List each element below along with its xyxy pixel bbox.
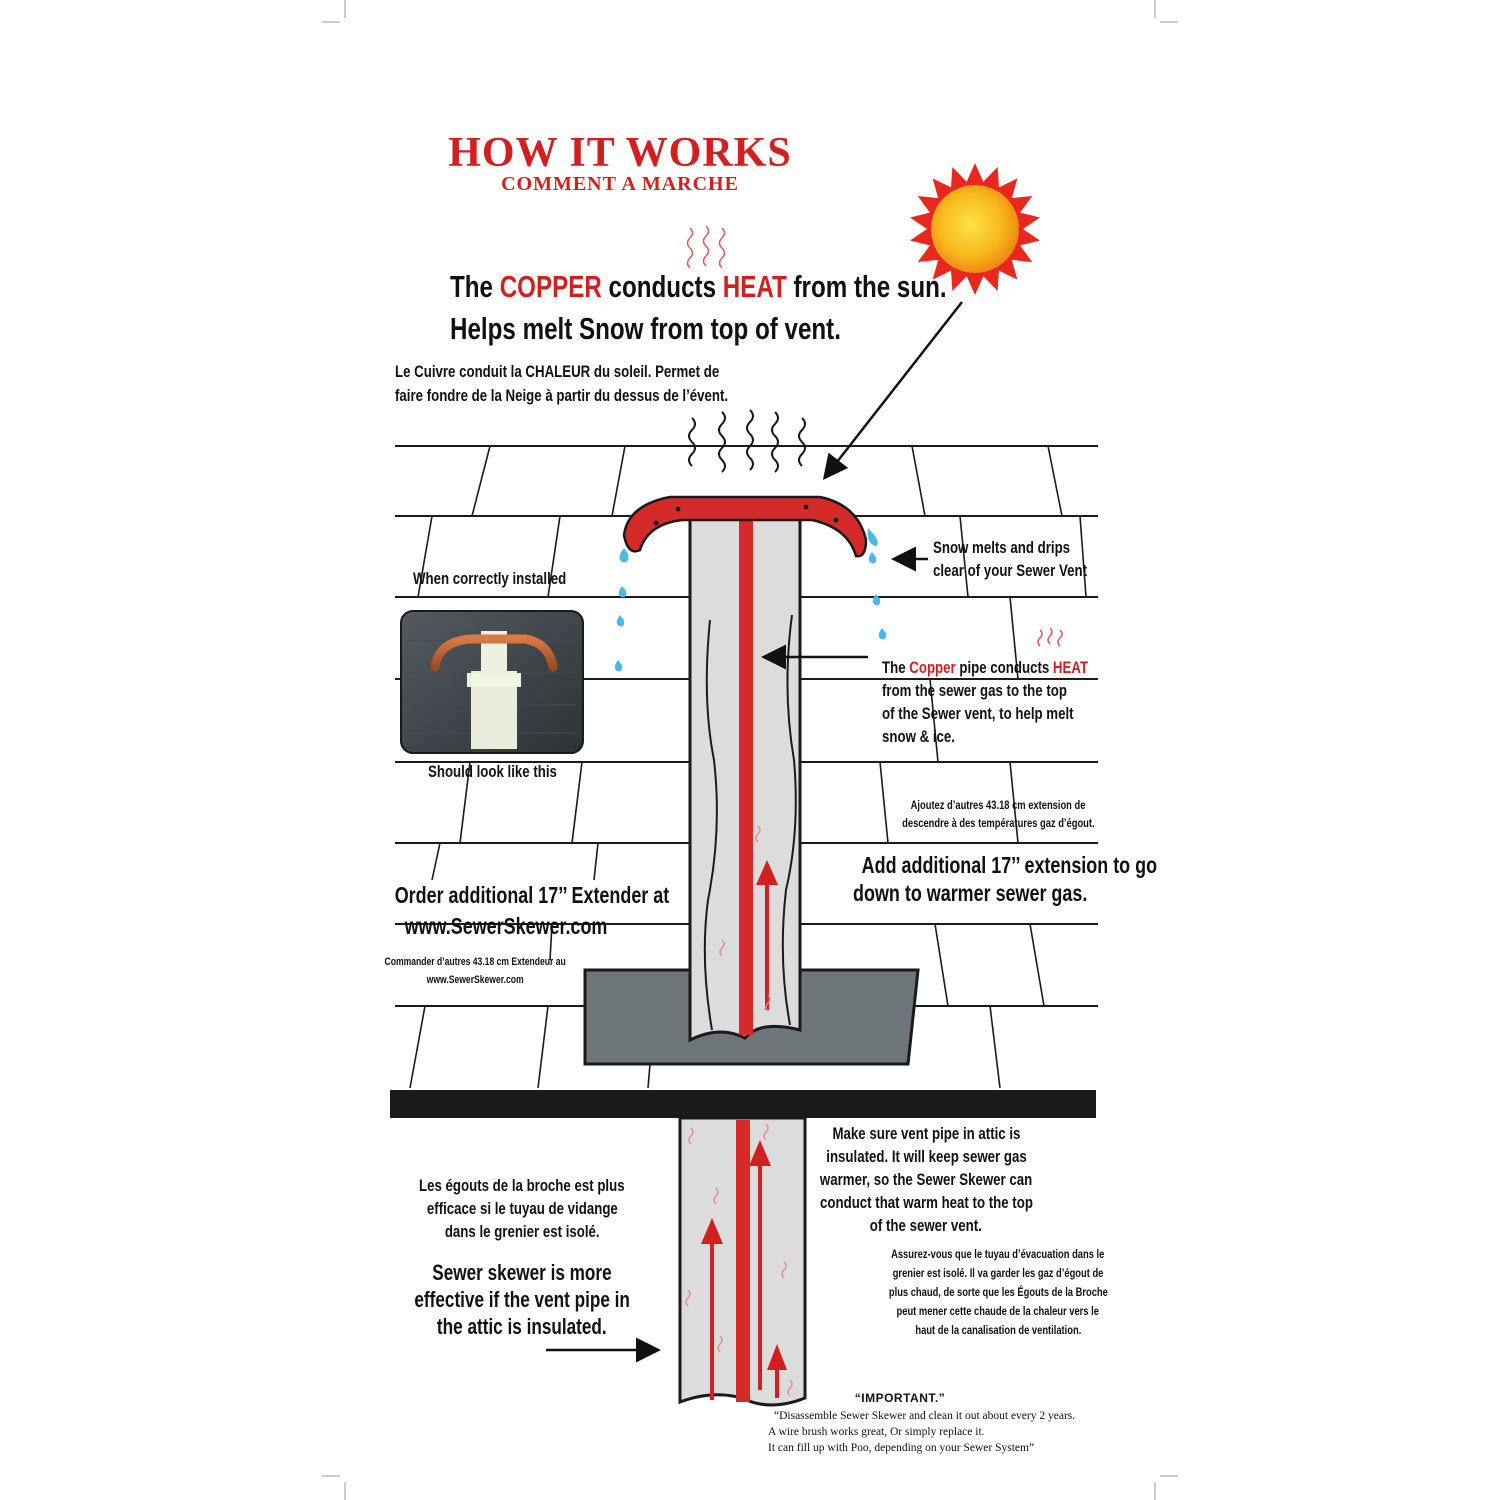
french-attic-line-3: plus chaud, de sorte que les Égouts de l…	[888, 1285, 1108, 1299]
photo-caption-top: When correctly installed	[413, 569, 567, 588]
water-drop-icon	[614, 528, 887, 672]
important-note-line-2: A wire brush works great, Or simply repl…	[768, 1426, 985, 1438]
snow-note-line-2: clear of your Sewer Vent	[933, 561, 1088, 580]
attic-note-line-5: of the sewer vent.	[869, 1216, 982, 1235]
important-label: “IMPORTANT.”	[854, 1391, 946, 1405]
photo-caption-bottom: Should look like this	[428, 762, 557, 781]
copper-pipe-note-line-2: from the sewer gas to the top	[882, 681, 1067, 700]
copper-pipe-note-line-3: of the Sewer vent, to help melt	[882, 704, 1074, 723]
attic-note-line-3: warmer, so the Sewer Skewer can	[819, 1170, 1033, 1189]
french-attic-line-4: peut mener cette chaude de la chaleur ve…	[896, 1304, 1100, 1318]
important-note-line-3: It can fill up with Poo, depending on yo…	[768, 1442, 1035, 1454]
attic-copper-rod	[736, 1120, 750, 1402]
snow-note-line-1: Snow melts and drips	[933, 538, 1071, 557]
roof-deck	[390, 1090, 1096, 1118]
heat-wave-icon	[686, 225, 1063, 647]
attic-note-line-1: Make sure vent pipe in attic is	[832, 1124, 1020, 1143]
order-note-url: www.SewerSkewer.com	[404, 913, 608, 939]
french-heading-line-2: faire fondre de la Neige à partir du des…	[395, 386, 729, 405]
extension-note-line-2: down to warmer sewer gas.	[853, 880, 1088, 906]
page-title: HOW IT WORKS	[448, 130, 792, 176]
effective-note-line-3: the attic is insulated.	[437, 1314, 607, 1339]
arrow-icon	[546, 301, 963, 1363]
french-attic-line-1: Assurez-vous que le tuyau d’évacuation d…	[891, 1247, 1105, 1261]
heading-line-1: The COPPER conducts HEAT from the sun.	[450, 269, 947, 304]
french-attic-line-5: haut de la canalisation de ventilation.	[915, 1323, 1081, 1337]
french-extension-line-2: descendre à des températures gaz d’égout…	[901, 816, 1095, 830]
french-order-line-1: Commander d’autres 43.18 cm Extendeur au	[384, 956, 566, 968]
sun-icon	[910, 163, 1040, 295]
heat-wave-icon	[688, 409, 806, 473]
heat-wave-icon	[685, 825, 793, 1397]
french-effective-line-2: efficace si le tuyau de vidange	[426, 1199, 618, 1218]
effective-note-line-1: Sewer skewer is more	[432, 1260, 612, 1285]
effective-note-line-2: effective if the vent pipe in	[414, 1287, 630, 1312]
french-attic-line-2: grenier est isolé. Il va garder les gaz …	[892, 1266, 1104, 1280]
order-note-line-1: Order additional 17’’ Extender at	[394, 882, 670, 908]
heat-arrows	[701, 860, 787, 1400]
extension-note-line-1: Add additional 17’’ extension to go	[861, 852, 1158, 878]
copper-rod	[739, 510, 753, 1035]
important-note-line-1: “Disassemble Sewer Skewer and clean it o…	[774, 1410, 1076, 1422]
copper-pipe-note-line-1: The Copper pipe conducts HEAT	[882, 658, 1089, 677]
heading-line-2: Helps melt Snow from top of vent.	[450, 311, 841, 346]
crop-marks	[322, 0, 1178, 1500]
french-extension-line-1: Ajoutez d’autres 43.18 cm extension de	[910, 798, 1086, 812]
copper-pipe-note-line-4: snow & ice.	[882, 727, 955, 746]
copper-t-cap	[622, 495, 868, 558]
french-effective-line-3: dans le grenier est isolé.	[444, 1222, 600, 1241]
installed-photo	[400, 610, 584, 754]
page-subtitle: COMMENT A MARCHE	[501, 173, 739, 195]
french-order-url: www.SewerSkewer.com	[426, 974, 524, 986]
attic-note-line-2: insulated. It will keep sewer gas	[825, 1147, 1027, 1166]
french-effective-line-1: Les égouts de la broche est plus	[419, 1176, 625, 1195]
attic-note-line-4: conduct that warm heat to the top	[819, 1193, 1033, 1212]
french-heading-line-1: Le Cuivre conduit la CHALEUR du soleil. …	[395, 362, 720, 381]
pipe-creases	[703, 614, 797, 1031]
